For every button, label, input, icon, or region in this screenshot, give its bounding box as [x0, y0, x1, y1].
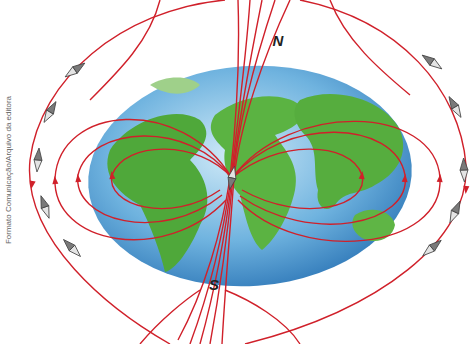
compass-needles — [33, 52, 468, 259]
field-arrows — [28, 171, 469, 194]
credit-note: Formato Comunicação/Arquivo da editora — [5, 96, 13, 244]
pole-label: N — [273, 33, 284, 48]
field-lines — [29, 0, 466, 344]
pole-label: S — [209, 277, 219, 292]
globe — [81, 55, 420, 297]
